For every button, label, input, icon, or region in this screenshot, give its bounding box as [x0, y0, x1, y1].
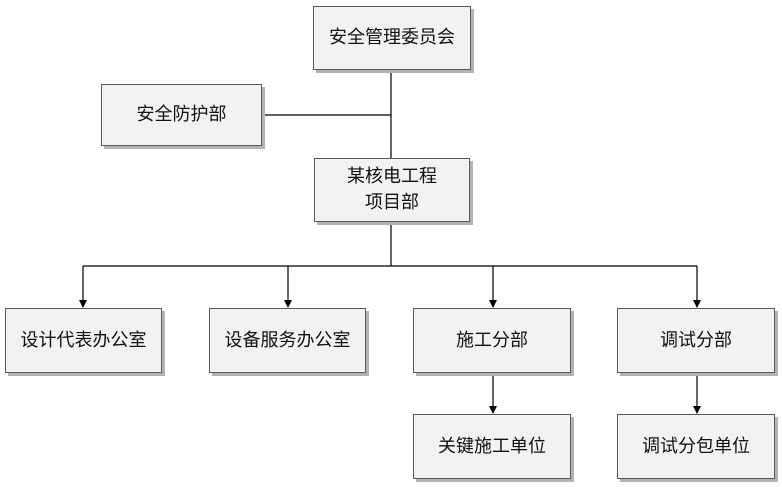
node-key-construction-unit-label: 关键施工单位	[438, 435, 546, 457]
node-construction-label: 施工分部	[456, 329, 528, 351]
node-equip-office: 设备服务办公室	[209, 308, 366, 373]
node-design-office: 设计代表办公室	[5, 308, 162, 373]
node-safety-dept: 安全防护部	[101, 84, 262, 146]
node-project-dept-line1: 某核电工程	[347, 166, 437, 187]
node-project-dept: 某核电工程 项目部	[314, 158, 470, 222]
node-safety-dept-label: 安全防护部	[136, 104, 227, 125]
node-project-dept-line2: 项目部	[365, 192, 419, 213]
node-committee-label: 安全管理委员会	[329, 27, 455, 48]
node-commission: 调试分部	[617, 308, 775, 373]
node-design-office-label: 设计代表办公室	[20, 329, 147, 351]
node-commission-label: 调试分部	[660, 329, 732, 351]
node-equip-office-label: 设备服务办公室	[224, 329, 351, 351]
node-construction: 施工分部	[413, 308, 571, 373]
node-key-construction-unit: 关键施工单位	[413, 414, 571, 479]
node-committee: 安全管理委员会	[313, 6, 471, 70]
node-commission-sub-unit-label: 调试分包单位	[642, 435, 750, 457]
node-commission-sub-unit: 调试分包单位	[617, 414, 775, 479]
